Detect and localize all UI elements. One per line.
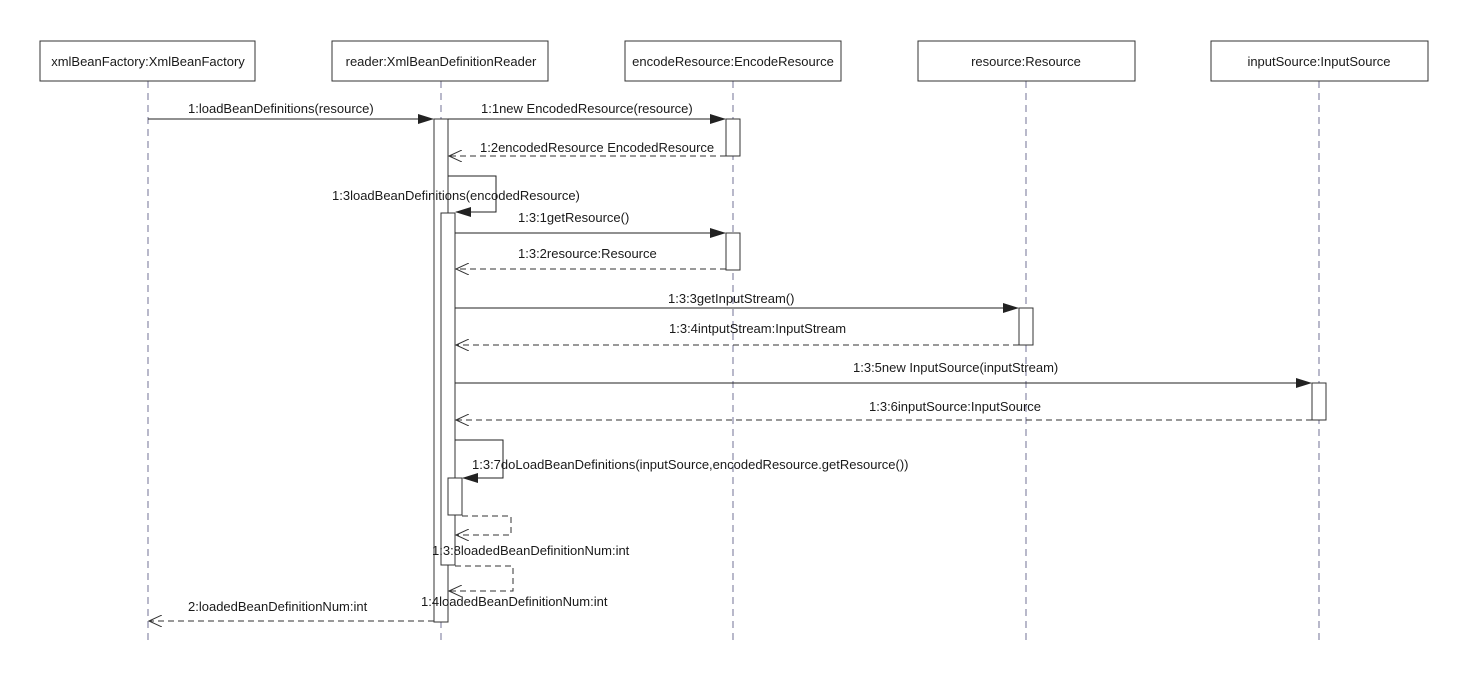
return-arrow-1-4[interactable] [449, 565, 514, 591]
lifeline-label: encodeResource:EncodeResource [632, 54, 834, 69]
lifeline-label: resource:Resource [971, 54, 1081, 69]
message-label-1-1: 1:1new EncodedResource(resource) [481, 101, 693, 116]
message-label-1-3-4: 1:3:4intputStream:InputStream [669, 321, 846, 336]
return-arrow-1-3-8[interactable] [456, 515, 512, 535]
lifeline-xmlbeanfactory[interactable]: xmlBeanFactory:XmlBeanFactory [39, 40, 256, 82]
lifeline-label: inputSource:InputSource [1247, 54, 1390, 69]
message-label-1-3: 1:3loadBeanDefinitions(encodedResource) [332, 188, 580, 203]
activation-reader-inner [440, 212, 456, 566]
activation-bars [433, 118, 1327, 623]
lifeline-lines [147, 81, 1320, 640]
activation-reader-doload [447, 477, 463, 516]
message-arrow-1-3[interactable] [448, 175, 497, 217]
lifeline-headers: xmlBeanFactory:XmlBeanFactory reader:Xml… [39, 40, 1429, 82]
message-label-1-3-6: 1:3:6inputSource:InputSource [869, 399, 1041, 414]
message-label-1-4: 1:4loadedBeanDefinitionNum:int [421, 594, 608, 609]
message-label-1: 1:loadBeanDefinitions(resource) [188, 101, 374, 116]
message-label-1-3-3: 1:3:3getInputStream() [668, 291, 794, 306]
message-label-1-3-8: 1:3:8loadedBeanDefinitionNum:int [432, 543, 630, 558]
activation-inputsource [1311, 382, 1327, 421]
message-label-1-3-1: 1:3:1getResource() [518, 210, 629, 225]
lifeline-inputsource[interactable]: inputSource:InputSource [1210, 40, 1429, 82]
activation-resource [1018, 307, 1034, 346]
lifeline-label: reader:XmlBeanDefinitionReader [346, 54, 537, 69]
message-label-1-3-2: 1:3:2resource:Resource [518, 246, 657, 261]
lifeline-reader[interactable]: reader:XmlBeanDefinitionReader [331, 40, 549, 82]
activation-encoderesource-2 [725, 232, 741, 271]
messages: 1:loadBeanDefinitions(resource) 1:1new E… [148, 101, 1312, 621]
message-label-2: 2:loadedBeanDefinitionNum:int [188, 599, 368, 614]
message-label-1-3-7: 1:3:7doLoadBeanDefinitions(inputSource,e… [472, 457, 909, 472]
lifeline-resource[interactable]: resource:Resource [917, 40, 1136, 82]
message-label-1-3-5: 1:3:5new InputSource(inputStream) [853, 360, 1058, 375]
message-arrow-1-3-7[interactable] [455, 439, 504, 483]
lifeline-encoderesource[interactable]: encodeResource:EncodeResource [624, 40, 842, 82]
message-label-1-2: 1:2encodedResource EncodedResource [480, 140, 714, 155]
activation-encoderesource-1 [725, 118, 741, 157]
lifeline-label: xmlBeanFactory:XmlBeanFactory [51, 54, 245, 69]
